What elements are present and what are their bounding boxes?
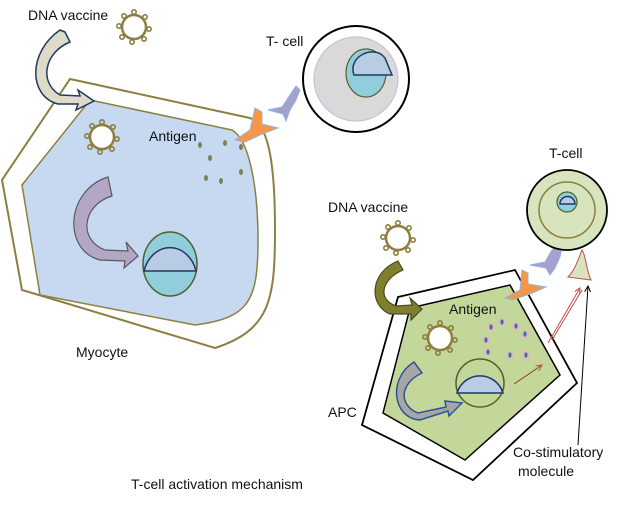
dna-vaccine-label: DNA vaccine xyxy=(28,7,108,23)
nucleus xyxy=(455,358,505,408)
figure-caption: T-cell activation mechanism xyxy=(131,476,303,492)
myocyte-label: Myocyte xyxy=(76,344,128,360)
antigen-particles xyxy=(482,318,530,359)
t-cell xyxy=(526,169,608,251)
costimulatory-label-line2: molecule xyxy=(518,463,574,479)
plasmid-icon xyxy=(115,8,153,46)
mhc-receptor-icon xyxy=(233,107,280,143)
pointer-arrow xyxy=(577,286,588,446)
antigen-particles xyxy=(198,140,243,184)
antigen-label: Antigen xyxy=(449,301,496,317)
t-cell xyxy=(302,25,410,133)
expression-arrow xyxy=(513,365,542,385)
curved-arrow-icon xyxy=(73,176,139,270)
curved-arrow-icon xyxy=(396,360,464,421)
tcr-receptor-icon xyxy=(267,85,301,123)
nucleus xyxy=(142,231,198,297)
t-cell-label: T-cell xyxy=(549,145,582,161)
costimulatory-label: Co-stimulatory xyxy=(513,444,603,460)
dna-vaccine-label: DNA vaccine xyxy=(328,199,408,215)
plasmid-icon xyxy=(421,319,459,357)
plasmid-icon xyxy=(83,118,121,156)
mhc-receptor-icon xyxy=(503,269,548,301)
t-cell-label: T- cell xyxy=(266,33,303,49)
costim-arrow xyxy=(551,289,583,341)
antigen-label: Antigen xyxy=(149,128,196,144)
costim-arrow xyxy=(547,288,580,344)
tcr-receptor-icon xyxy=(529,242,563,276)
costimulatory-molecule-icon xyxy=(566,249,592,281)
myocyte-cytoplasm xyxy=(21,99,259,326)
curved-arrow-icon xyxy=(35,29,96,112)
plasmid-icon xyxy=(379,219,417,257)
apc-label: APC xyxy=(328,404,357,420)
myocyte-cell xyxy=(0,77,277,350)
curved-arrow-icon xyxy=(374,260,423,322)
